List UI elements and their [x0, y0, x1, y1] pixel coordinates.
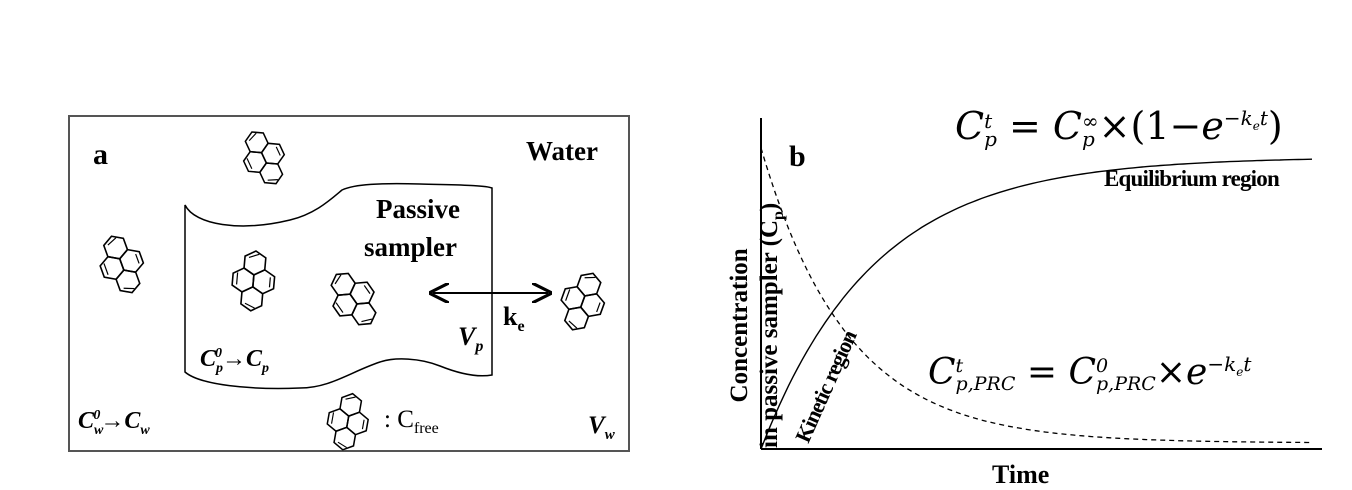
prc-depuration-curve	[760, 147, 1312, 444]
x-axis-label: Time	[992, 460, 1050, 489]
panel-a-frame	[68, 115, 630, 452]
water-concentration-transition: Cw0→Cw	[78, 408, 150, 438]
passive-sampler-membrane	[184, 182, 493, 390]
pyrene-molecule-icon	[233, 122, 295, 193]
panel-a-label: a	[93, 138, 108, 171]
pyrene-molecule-icon	[91, 228, 153, 301]
water-label: Water	[526, 136, 598, 166]
free-concentration-legend: : Cfree	[384, 406, 439, 437]
pyrene-molecule-icon	[229, 248, 278, 314]
equilibrium-region-label: Equilibrium region	[1104, 166, 1280, 191]
passive-sampler-label-line1: Passive	[376, 194, 460, 224]
sampler-volume-label: Vp	[458, 322, 484, 356]
pyrene-molecule-icon	[318, 261, 389, 337]
pyrene-molecule-icon	[322, 389, 373, 454]
exchange-rate-label: ke	[503, 302, 525, 336]
passive-sampler-label-line2: sampler	[364, 232, 457, 262]
sampler-concentration-transition: Cp0→Cp	[200, 346, 270, 376]
panel-b-label: b	[789, 140, 806, 173]
y-axis-label: Concentration in passive sampler (Cp)	[726, 202, 787, 448]
pyrene-molecule-icon	[552, 265, 614, 338]
uptake-curve	[760, 158, 1313, 450]
water-volume-label: Vw	[588, 412, 615, 443]
panel-b-plot	[760, 118, 1322, 450]
